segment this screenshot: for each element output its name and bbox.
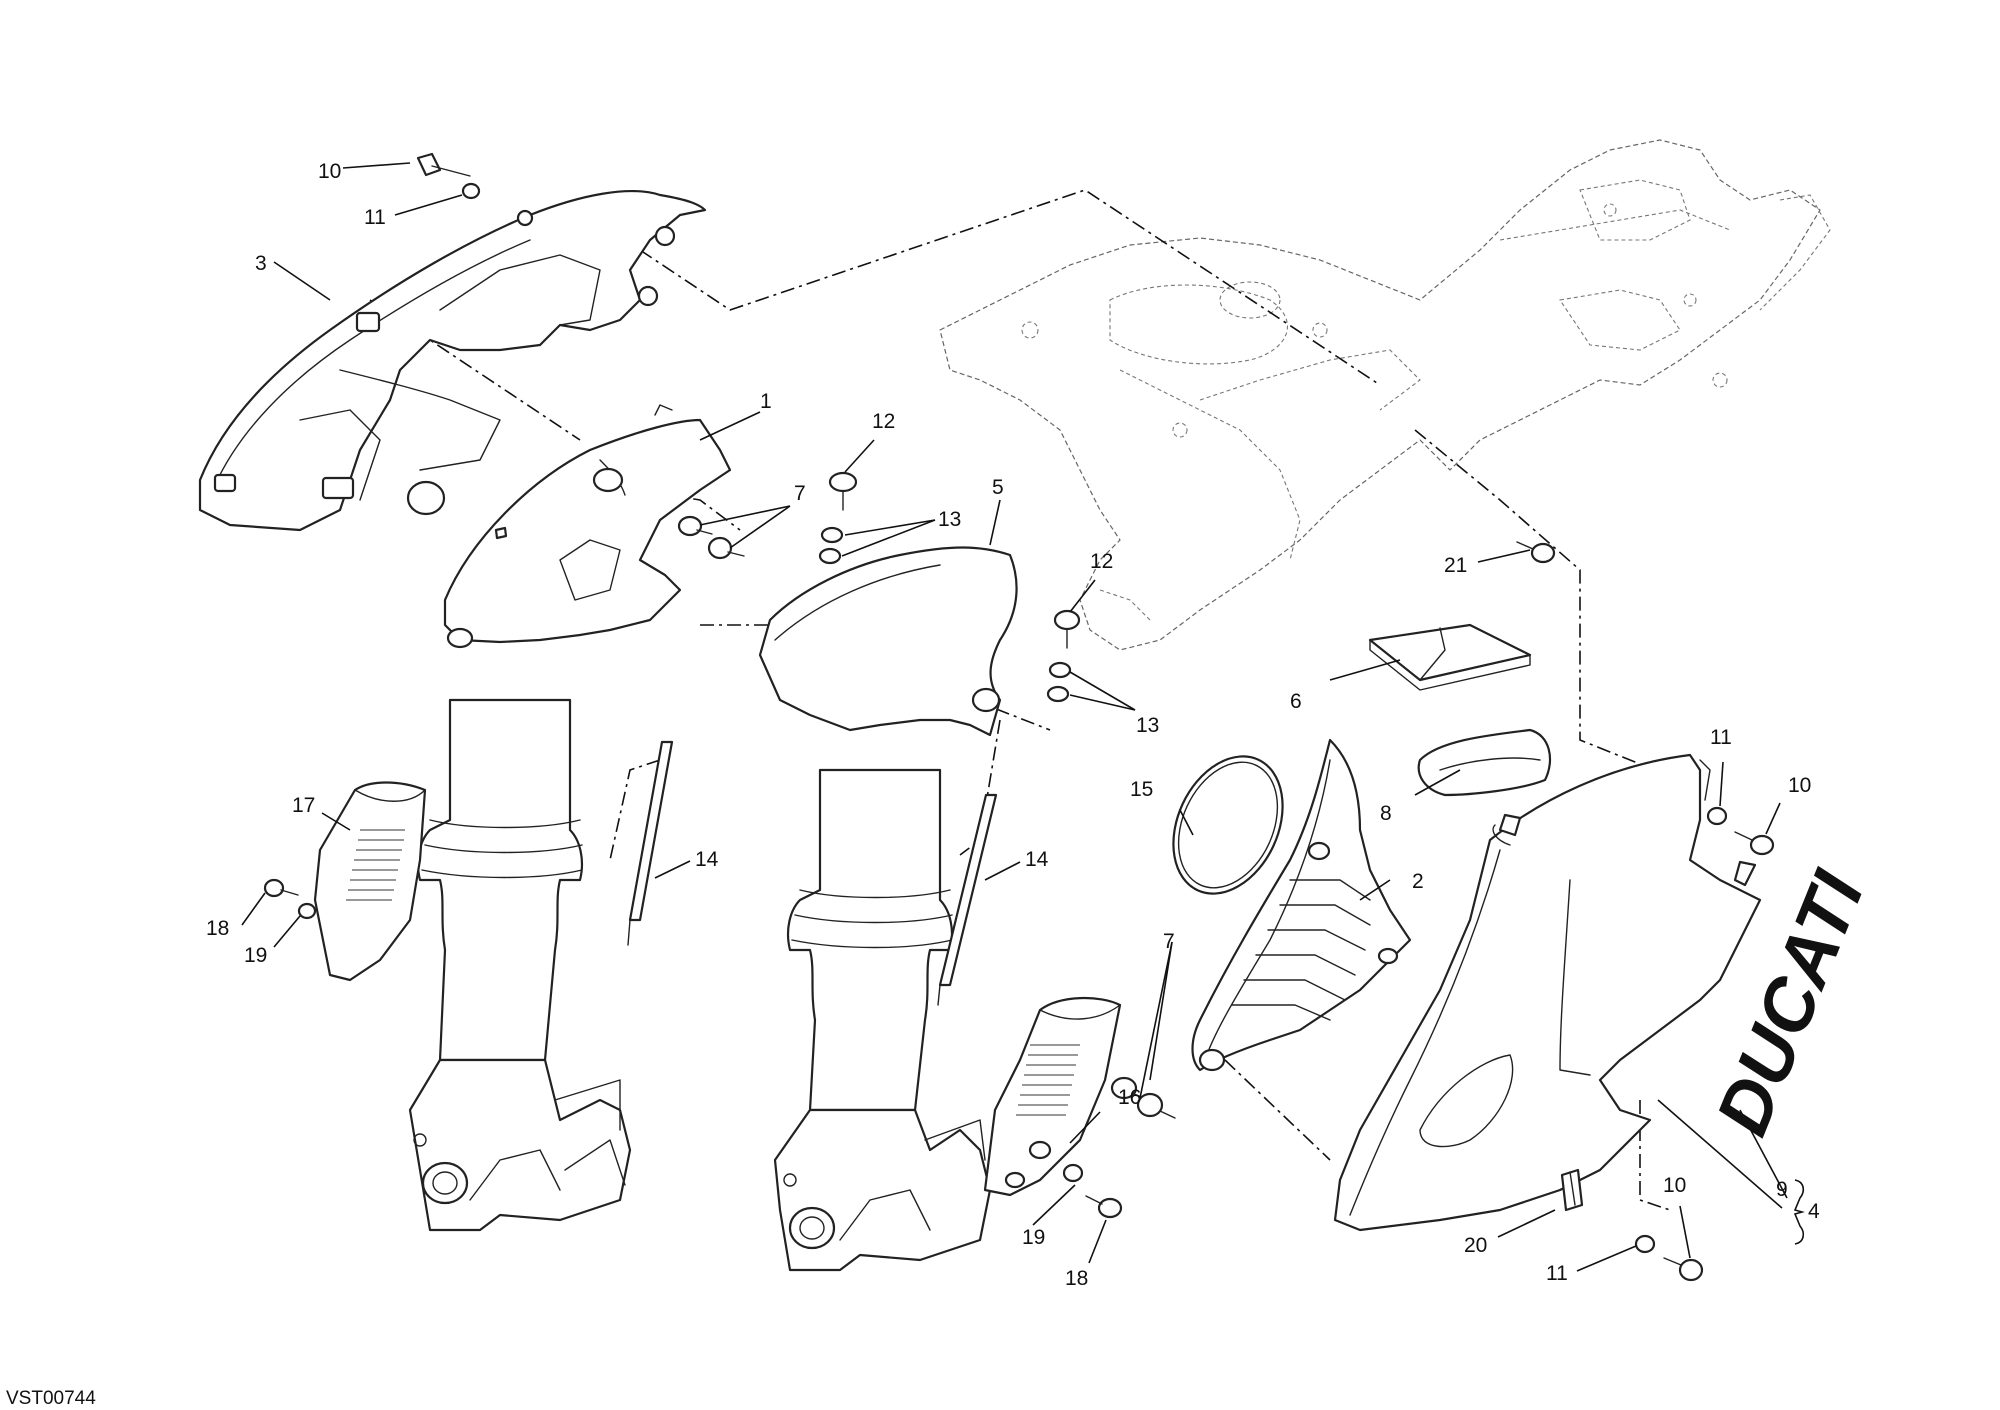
callout-14-left: 14 — [695, 848, 719, 871]
screws-7-left — [677, 515, 745, 560]
stay-14-left — [627, 740, 674, 946]
callout-13-right: 13 — [1136, 714, 1159, 737]
washer-11-top-left — [461, 182, 481, 200]
part-6-decal-sheet — [1368, 623, 1532, 691]
callout-21: 21 — [1444, 554, 1467, 577]
part-2-inner-duct — [1191, 738, 1412, 1072]
callout-10-right-lower: 10 — [1663, 1174, 1686, 1197]
callout-11-top-left: 11 — [364, 206, 386, 229]
callout-9: 9 — [1776, 1178, 1788, 1201]
screw-10-top-left — [416, 152, 471, 177]
washer-11-right-lower — [1634, 1234, 1656, 1254]
screw-21 — [1516, 541, 1556, 564]
washer-19-left — [297, 902, 317, 920]
callout-2: 2 — [1412, 870, 1424, 893]
stay-14-right — [937, 793, 998, 1006]
drawing-code: VST00744 — [6, 1388, 96, 1409]
callout-12-left: 12 — [872, 410, 895, 433]
callout-17: 17 — [292, 794, 315, 817]
screws-7-right — [1110, 1076, 1176, 1119]
screw-18-right — [1085, 1195, 1123, 1219]
leader-lines — [241, 162, 1805, 1272]
clip-20 — [1560, 1168, 1584, 1212]
callout-7-right: 7 — [1163, 930, 1175, 953]
screw-18-left — [263, 878, 299, 898]
part-8-pad — [1417, 728, 1552, 797]
callout-1: 1 — [760, 390, 772, 413]
part-1-front-mudguard — [443, 404, 732, 649]
part-5-rear-mudguard — [758, 546, 1018, 737]
callout-11-right-upper: 11 — [1710, 726, 1732, 749]
washers-13-center-right — [1046, 661, 1072, 703]
callout-labels: 1 2 3 4 5 6 7 7 8 9 10 10 10 11 11 11 12… — [206, 160, 1820, 1290]
callout-7-left: 7 — [794, 482, 806, 505]
callout-18-right: 18 — [1065, 1267, 1088, 1290]
callout-6: 6 — [1290, 690, 1302, 713]
washer-19-right — [1062, 1163, 1084, 1183]
left-fork-leg — [408, 698, 632, 1232]
callout-18-left: 18 — [206, 917, 229, 940]
screw-12-center-right — [1053, 609, 1081, 649]
part-3-upper-cowl — [198, 189, 707, 532]
callout-10-right-upper: 10 — [1788, 774, 1811, 797]
fork-guard-17 — [313, 781, 427, 982]
callout-19-left: 19 — [244, 944, 267, 967]
callout-19-right: 19 — [1022, 1226, 1045, 1249]
callout-15: 15 — [1130, 778, 1153, 801]
callout-10-top-left: 10 — [318, 160, 341, 183]
washer-11-right-upper — [1706, 806, 1728, 826]
screw-10-right-lower — [1663, 1257, 1704, 1282]
part-15-oring — [1172, 755, 1284, 895]
washers-13-center-left — [818, 526, 844, 565]
part-4-side-fairing — [1333, 753, 1762, 1232]
callout-3: 3 — [255, 252, 267, 275]
screw-12-center-left — [828, 471, 858, 511]
callout-20: 20 — [1464, 1234, 1487, 1257]
callout-11-right-lower: 11 — [1546, 1262, 1568, 1285]
callout-5: 5 — [992, 476, 1004, 499]
callout-13-left: 13 — [938, 508, 961, 531]
callout-8: 8 — [1380, 802, 1392, 825]
callout-16: 16 — [1118, 1086, 1141, 1109]
screw-10-right-upper — [1734, 831, 1775, 856]
right-fork-leg — [773, 768, 992, 1272]
callout-14-right: 14 — [1025, 848, 1049, 871]
ghost-frame — [939, 139, 1831, 651]
callout-12-right: 12 — [1090, 550, 1113, 573]
callout-4: 4 — [1808, 1200, 1820, 1223]
fork-guard-16 — [983, 997, 1122, 1197]
